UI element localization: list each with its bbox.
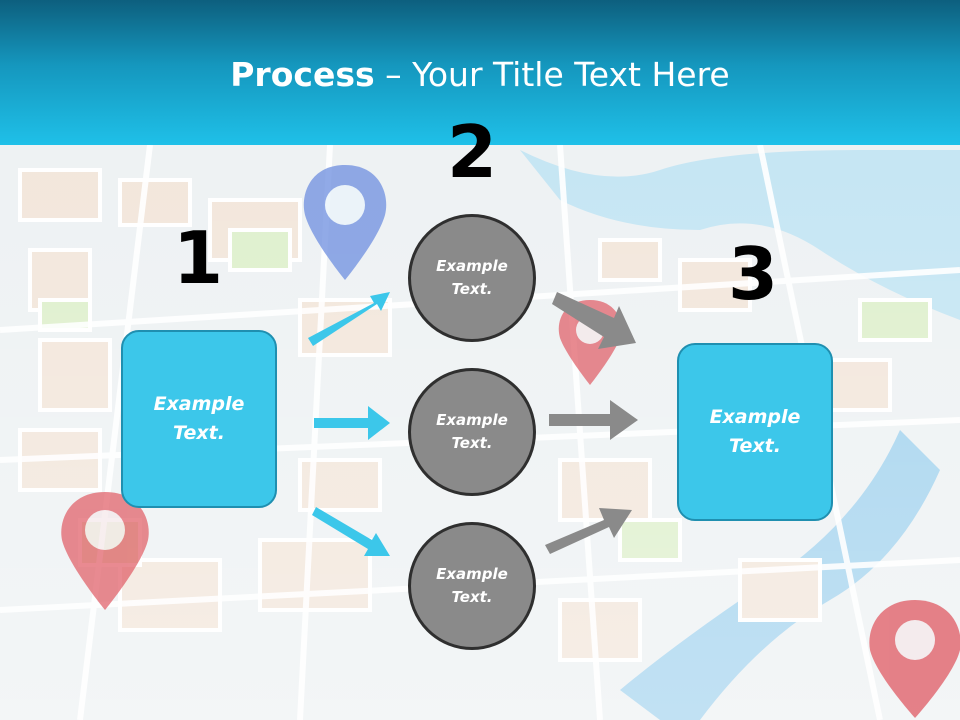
header-bar — [0, 0, 960, 145]
circle-text-top: Example Text. — [436, 257, 508, 298]
step-2-circle-middle: Example Text. — [408, 368, 536, 496]
step-2-circle-bottom: Example Text. — [408, 522, 536, 650]
step-3-box: Example Text. — [677, 343, 833, 521]
step-3-text: Example Text. — [709, 406, 801, 457]
location-pin-icon — [303, 165, 387, 280]
step-2-circle-top: Example Text. — [408, 214, 536, 342]
step-1-text: Example Text. — [153, 393, 245, 444]
step-number-2: 2 — [446, 110, 498, 194]
title-dash: – — [374, 55, 413, 94]
location-pin-icon — [61, 492, 149, 610]
slide-title: Process – Your Title Text Here — [0, 52, 960, 98]
circle-text-middle: Example Text. — [436, 411, 508, 452]
title-bold: Process — [230, 55, 375, 94]
step-number-1: 1 — [172, 216, 224, 300]
step-number-3: 3 — [727, 232, 779, 316]
step-1-box: Example Text. — [121, 330, 277, 508]
title-rest: Your Title Text Here — [412, 55, 730, 94]
location-pin-icon — [869, 600, 960, 718]
circle-text-bottom: Example Text. — [436, 565, 508, 606]
